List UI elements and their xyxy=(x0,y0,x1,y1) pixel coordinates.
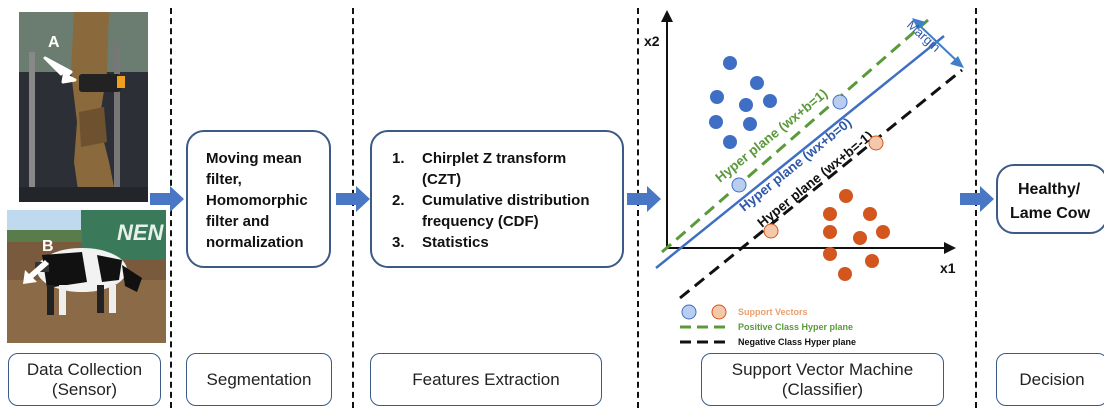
legend-support-vectors-text: Support Vectors xyxy=(738,307,808,317)
negative-point xyxy=(865,254,879,268)
negative-point xyxy=(853,231,867,245)
sensor-a-label: A xyxy=(48,34,60,51)
negative-point xyxy=(839,189,853,203)
support-vector-orange xyxy=(763,223,779,239)
center-hyperplane xyxy=(655,35,945,269)
negative-point xyxy=(863,207,877,221)
negative-hyperplane xyxy=(679,68,963,300)
stage-features-extraction-label: Features Extraction xyxy=(412,369,560,389)
sensor-b-label: B xyxy=(42,238,54,255)
negative-point xyxy=(823,225,837,239)
divider-4 xyxy=(975,8,977,408)
segmentation-line-5: normalization xyxy=(206,234,304,251)
segmentation-line-4: filter and xyxy=(206,213,270,230)
svm-plot: x2 x1 Hyper plane (wx+b=1) Hyper plane (… xyxy=(644,10,964,347)
stage-svm-line-2: (Classifier) xyxy=(781,379,864,399)
stage-svm: Support Vector Machine (Classifier) xyxy=(701,353,944,406)
decision-output-box: Healthy/ Lame Cow xyxy=(996,164,1104,234)
margin-arrow-head-start-icon xyxy=(912,18,926,30)
stage-features-extraction: Features Extraction xyxy=(370,353,602,406)
positive-point xyxy=(750,76,764,90)
positive-point xyxy=(709,115,723,129)
positive-point xyxy=(739,98,753,112)
y-axis-label: x2 xyxy=(644,33,660,49)
features-item-1: 1. Chirplet Z transform(CZT) xyxy=(392,150,567,188)
support-vector-blue xyxy=(731,177,747,193)
stage-segmentation: Segmentation xyxy=(186,353,332,406)
negative-point xyxy=(838,267,852,281)
flow-arrow-1 xyxy=(150,186,184,212)
stage-decision-label: Decision xyxy=(1019,369,1085,389)
legend-support-blue-icon xyxy=(681,304,697,320)
leg-photo-illustration xyxy=(19,12,148,202)
decision-line-1: Healthy/ xyxy=(1018,181,1081,198)
positive-point xyxy=(743,117,757,131)
sensor-photo-cow: B NEN xyxy=(7,210,166,343)
negative-point xyxy=(823,247,837,261)
stage-decision: Decision xyxy=(996,353,1104,406)
divider-2 xyxy=(352,8,354,408)
support-vector-orange xyxy=(868,135,884,151)
svm-legend: Support Vectors Positive Class Hyper pla… xyxy=(680,304,856,347)
sensor-photo-leg: A xyxy=(19,12,148,202)
negative-class-points xyxy=(823,189,890,281)
stage-data-collection-line-1: Data Collection xyxy=(26,359,143,379)
x-axis-label: x1 xyxy=(940,260,956,276)
legend-positive-text: Positive Class Hyper plane xyxy=(738,322,853,332)
negative-point xyxy=(876,225,890,239)
segmentation-line-3: Homomorphic xyxy=(206,192,308,209)
negative-point xyxy=(823,207,837,221)
margin-arrow-head-end-icon xyxy=(950,56,964,68)
sensor-b-pointer-icon xyxy=(23,260,49,284)
segmentation-line-1: Moving mean xyxy=(206,150,302,167)
flow-arrow-4 xyxy=(960,186,994,212)
stage-segmentation-label: Segmentation xyxy=(206,369,312,389)
stage-svm-line-1: Support Vector Machine xyxy=(731,359,914,379)
flow-arrow-3 xyxy=(627,186,661,212)
segmentation-line-2: filter, xyxy=(206,171,242,188)
legend-support-orange-icon xyxy=(711,304,727,320)
decision-line-2: Lame Cow xyxy=(1010,205,1091,222)
margin-arrow xyxy=(917,23,959,63)
cow-photo-illustration xyxy=(7,210,166,343)
features-method-box: 1. Chirplet Z transform(CZT) 2. Cumulati… xyxy=(370,130,624,268)
positive-point xyxy=(723,56,737,70)
support-vector-blue xyxy=(832,94,848,110)
positive-point xyxy=(723,135,737,149)
x-axis-arrow-icon xyxy=(944,242,956,254)
features-item-3: 3. Statistics xyxy=(392,234,489,251)
positive-class-points xyxy=(709,56,777,149)
features-list: 1. Chirplet Z transform(CZT) 2. Cumulati… xyxy=(392,148,622,253)
legend-negative-text: Negative Class Hyper plane xyxy=(738,337,856,347)
y-axis-arrow-icon xyxy=(661,10,673,22)
divider-3 xyxy=(637,8,639,408)
stage-data-collection-line-2: (Sensor) xyxy=(51,379,118,399)
background-sign-text: NEN xyxy=(117,220,164,245)
flow-arrow-2 xyxy=(336,186,370,212)
positive-point xyxy=(710,90,724,104)
positive-point xyxy=(763,94,777,108)
stage-data-collection: Data Collection (Sensor) xyxy=(8,353,161,406)
sensor-a-pointer-icon xyxy=(43,56,77,84)
positive-hyperplane xyxy=(661,18,929,254)
segmentation-method-box: Moving mean filter, Homomorphic filter a… xyxy=(186,130,331,268)
